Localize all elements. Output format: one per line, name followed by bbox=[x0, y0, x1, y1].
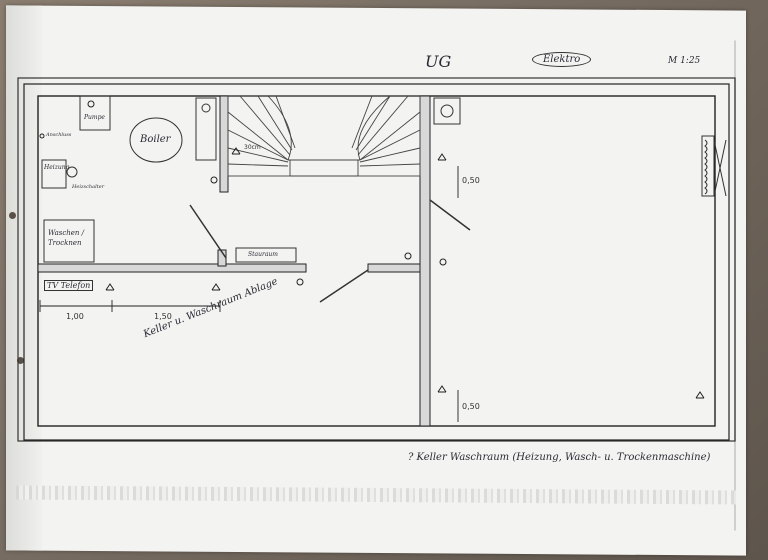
outer-wall-inner bbox=[37, 95, 716, 427]
boiler-label: Boiler bbox=[140, 134, 171, 145]
tv-label: TV Telefon bbox=[44, 280, 94, 291]
electrical-symbols bbox=[39, 100, 705, 399]
punch-hole-bottom bbox=[17, 357, 24, 364]
door-right bbox=[429, 199, 471, 231]
outer-wall-outer bbox=[23, 83, 730, 441]
dimension-lines bbox=[39, 166, 459, 422]
pump-label: Pumpe bbox=[84, 114, 105, 121]
scale-label: M 1:25 bbox=[668, 56, 701, 66]
heating-label: Heizung bbox=[44, 164, 70, 171]
radiator bbox=[701, 135, 715, 197]
heater-switch-label: Heizschalter bbox=[72, 184, 105, 190]
tank-valve bbox=[201, 103, 211, 113]
dim-3: 0,50 bbox=[462, 176, 480, 185]
dim-1: 1,00 bbox=[66, 312, 84, 321]
radiator-coil bbox=[704, 139, 708, 195]
footer-note: ? Keller Waschraum (Heizung, Wasch- u. T… bbox=[408, 452, 711, 463]
heater-valve bbox=[66, 166, 78, 178]
floor-label: UG bbox=[425, 52, 452, 71]
dim-4: 0,50 bbox=[462, 402, 480, 411]
boiler-symbol bbox=[129, 117, 183, 163]
meter-box bbox=[433, 97, 461, 125]
tank-symbol bbox=[195, 97, 217, 161]
category-label: Elektro bbox=[532, 52, 592, 67]
wall-center bbox=[419, 95, 431, 427]
connection-label: Anschluss bbox=[46, 132, 72, 138]
wall-stub bbox=[367, 263, 421, 273]
heater-box bbox=[41, 159, 67, 189]
wash-box bbox=[43, 219, 95, 263]
wall-horizontal-left bbox=[37, 263, 307, 273]
pump-box bbox=[79, 95, 111, 131]
dim-2: 1,50 bbox=[154, 312, 172, 321]
meter-circle bbox=[440, 104, 454, 118]
storage-shelf bbox=[235, 247, 297, 263]
door-left bbox=[189, 204, 227, 259]
stair-dim: 30cm bbox=[244, 144, 261, 151]
outer-border bbox=[17, 77, 736, 442]
punch-hole-top bbox=[9, 212, 16, 219]
wall-stair-left bbox=[219, 95, 229, 193]
staircase bbox=[227, 95, 421, 177]
door-center bbox=[319, 269, 369, 303]
storage-label: Stauraum bbox=[248, 251, 278, 258]
wash-label: Waschen / Trocknen bbox=[48, 229, 85, 247]
